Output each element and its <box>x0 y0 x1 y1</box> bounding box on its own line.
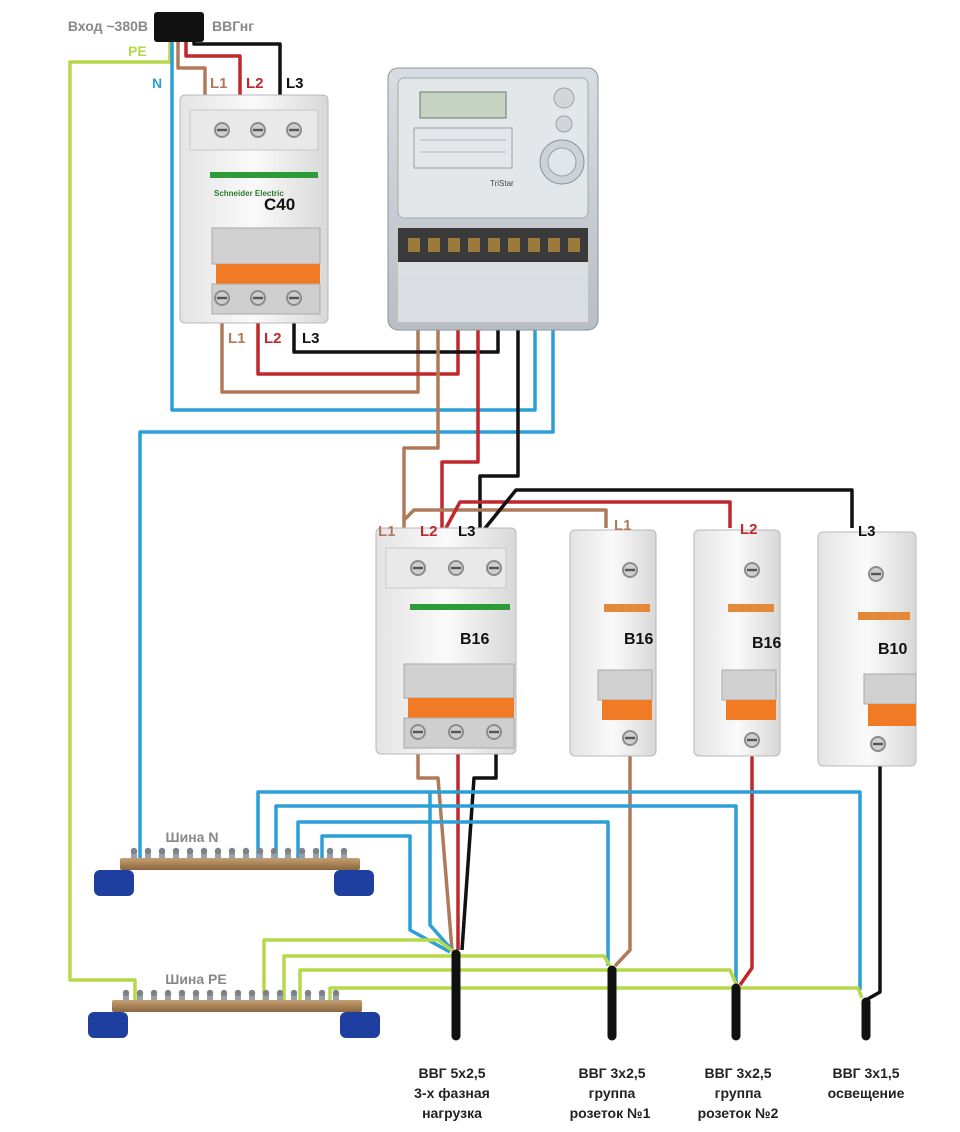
n-input-label: N <box>152 75 162 91</box>
wire-n-meter-out <box>138 258 555 862</box>
pe-input-label: PE <box>128 43 147 59</box>
wire-pe-load-3ph <box>262 938 456 1000</box>
breaker-group2-b16: B16 <box>693 529 781 757</box>
meter-display <box>419 91 507 119</box>
breaker-3ph-rating: B16 <box>460 631 489 648</box>
svg-text:ВВГ 3х2,5: ВВГ 3х2,5 <box>704 1065 771 1081</box>
energy-meter: TriStar <box>387 67 599 331</box>
wire-l3-3ph-out <box>460 752 498 951</box>
breaker-3ph-b16: B16 <box>375 527 517 755</box>
wire-n-load-group1 <box>296 820 610 966</box>
breaker-group1-handle[interactable] <box>602 700 652 720</box>
bus-pe-insulator-right <box>340 1012 380 1038</box>
wire-n-load-3ph-b <box>320 834 451 954</box>
output-cables <box>451 949 871 1041</box>
svg-text:ВВГ 3х2,5: ВВГ 3х2,5 <box>578 1065 645 1081</box>
wire-l3-light-out <box>865 762 882 1002</box>
l2-group2-label: L2 <box>740 521 758 538</box>
wire-n-input <box>170 40 537 412</box>
wire-l3-meter-out <box>478 258 520 540</box>
l1-group1-label: L1 <box>614 517 632 534</box>
wire-l2-meter-out <box>440 258 480 540</box>
l1-c40-out-label: L1 <box>228 330 246 347</box>
output-caption-lighting: ВВГ 3х1,5 освещение <box>828 1065 905 1101</box>
l3-c40-out-label: L3 <box>302 330 320 347</box>
breaker-lighting-b10: B10 <box>817 531 917 767</box>
breaker-group2-rating: B16 <box>752 635 781 652</box>
bus-pe-label: Шина PE <box>165 971 226 987</box>
bus-n <box>94 847 374 896</box>
main-breaker-rating: C40 <box>264 195 295 214</box>
wire-pe-load-light <box>328 986 864 1000</box>
bus-n-screws <box>130 847 348 859</box>
breaker-lighting-rating: B10 <box>878 641 907 658</box>
wire-l1-meter-out <box>402 258 440 540</box>
breaker-group1-b16: B16 <box>569 529 657 757</box>
l2-c40-out-label: L2 <box>264 330 282 347</box>
wire-l1-input <box>176 40 207 100</box>
breaker-group2-handle[interactable] <box>726 700 776 720</box>
input-label: Вход ~380В <box>68 18 148 34</box>
l1-3ph-label: L1 <box>378 523 396 540</box>
bus-n-label: Шина N <box>166 829 219 845</box>
breaker-group1-rating: B16 <box>624 631 653 648</box>
svg-text:группа: группа <box>715 1085 762 1101</box>
wire-l2-group2-out <box>738 752 754 987</box>
wire-l2-input <box>184 40 242 100</box>
l2-input-label: L2 <box>246 75 264 92</box>
svg-text:розеток №2: розеток №2 <box>698 1105 779 1121</box>
output-caption-group2: ВВГ 3х2,5 группа розеток №2 <box>698 1065 779 1121</box>
main-breaker-c40: Schneider Electric C40 <box>179 94 329 324</box>
meter-terminals <box>408 238 580 252</box>
l2-3ph-label: L2 <box>420 523 438 540</box>
meter-brand: TriStar <box>490 179 514 188</box>
wire-n-load-group2 <box>274 804 738 985</box>
breaker-lighting-handle[interactable] <box>868 704 916 726</box>
bus-n-insulator-right <box>334 870 374 896</box>
l1-input-label: L1 <box>210 75 228 92</box>
svg-text:3-х фазная: 3-х фазная <box>414 1085 490 1101</box>
wire-n-load-light <box>430 790 862 990</box>
wire-pe-load-group1 <box>282 954 612 1000</box>
output-caption-3ph: ВВГ 5х2,5 3-х фазная нагрузка <box>414 1065 490 1121</box>
wire-l3-input <box>192 40 282 100</box>
l3-input-label: L3 <box>286 75 304 92</box>
wire-l1-group1-out <box>613 752 632 968</box>
output-caption-group1: ВВГ 3х2,5 группа розеток №1 <box>570 1065 651 1121</box>
bus-pe-insulator-left <box>88 1012 128 1038</box>
input-cable-jacket <box>154 12 204 42</box>
input-cable <box>154 12 204 42</box>
bus-pe-screws <box>122 989 340 1001</box>
wire-l2-branch <box>444 500 732 529</box>
svg-text:нагрузка: нагрузка <box>422 1105 482 1121</box>
input-cable-label: ВВГнг <box>212 18 254 34</box>
wire-l1-branch <box>402 508 608 528</box>
wire-l3-branch <box>480 488 854 534</box>
l3-lighting-label: L3 <box>858 523 876 540</box>
svg-text:группа: группа <box>589 1085 636 1101</box>
svg-text:освещение: освещение <box>828 1085 905 1101</box>
svg-text:ВВГ 3х1,5: ВВГ 3х1,5 <box>832 1065 899 1081</box>
main-breaker-brand: Schneider Electric <box>214 189 284 198</box>
wire-l1-3ph-out <box>416 752 454 951</box>
svg-text:розеток №1: розеток №1 <box>570 1105 651 1121</box>
wire-pe-load-group2 <box>298 968 738 1000</box>
main-breaker-handle[interactable] <box>216 264 320 284</box>
bus-n-insulator-left <box>94 870 134 896</box>
svg-text:ВВГ 5х2,5: ВВГ 5х2,5 <box>418 1065 485 1081</box>
l3-3ph-label: L3 <box>458 523 476 540</box>
breaker-3ph-handle[interactable] <box>408 698 514 718</box>
bus-pe <box>88 989 380 1038</box>
wire-pe-input <box>68 40 172 1000</box>
